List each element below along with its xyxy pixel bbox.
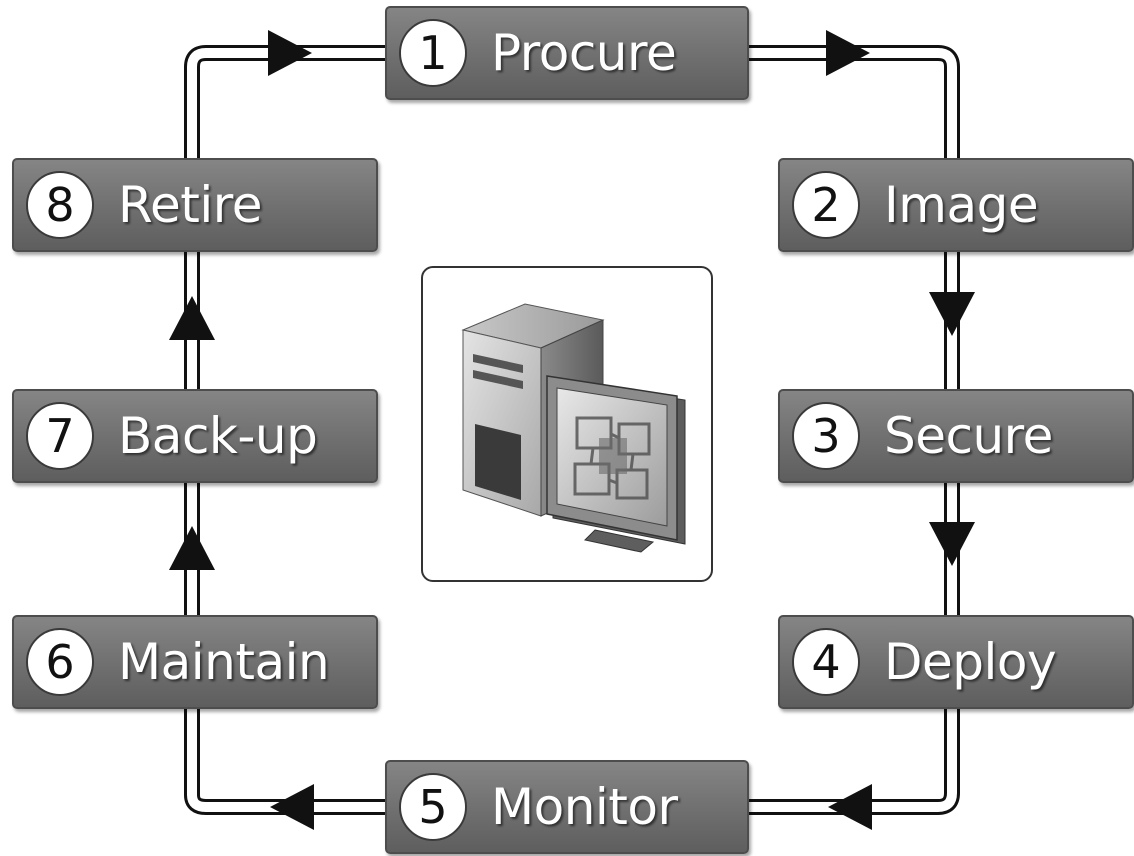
arrow-down-icon xyxy=(929,522,975,566)
stage-label: Maintain xyxy=(118,633,330,691)
arrow-right-icon xyxy=(826,30,870,76)
stage-label: Procure xyxy=(491,24,677,82)
arrow-up-icon xyxy=(169,526,215,570)
stage-number-circle: 6 xyxy=(26,628,94,696)
stage-maintain: 6 Maintain xyxy=(12,615,378,709)
arrow-left-icon xyxy=(828,784,872,830)
arrow-left-icon xyxy=(270,784,314,830)
server-with-monitor-icon xyxy=(461,303,686,553)
stage-number-circle: 8 xyxy=(26,171,94,239)
arrow-up-icon xyxy=(169,296,215,340)
stage-number-circle: 4 xyxy=(792,628,860,696)
stage-secure: 3 Secure xyxy=(778,389,1134,483)
stage-label: Retire xyxy=(118,176,262,234)
stage-number-circle: 1 xyxy=(399,19,467,87)
center-image-panel xyxy=(421,266,713,582)
stage-number-circle: 5 xyxy=(399,773,467,841)
stage-monitor: 5 Monitor xyxy=(385,760,749,854)
stage-label: Image xyxy=(884,176,1039,234)
stage-number-circle: 3 xyxy=(792,402,860,470)
stage-number-circle: 2 xyxy=(792,171,860,239)
stage-label: Secure xyxy=(884,407,1053,465)
arrow-down-icon xyxy=(929,292,975,336)
stage-back-up: 7 Back-up xyxy=(12,389,378,483)
stage-retire: 8 Retire xyxy=(12,158,378,252)
stage-deploy: 4 Deploy xyxy=(778,615,1134,709)
stage-image: 2 Image xyxy=(778,158,1134,252)
stage-number-circle: 7 xyxy=(26,402,94,470)
stage-label: Back-up xyxy=(118,407,318,465)
stage-label: Monitor xyxy=(491,778,678,836)
stage-label: Deploy xyxy=(884,633,1057,691)
stage-procure: 1 Procure xyxy=(385,6,749,100)
arrow-right-icon xyxy=(268,30,312,76)
